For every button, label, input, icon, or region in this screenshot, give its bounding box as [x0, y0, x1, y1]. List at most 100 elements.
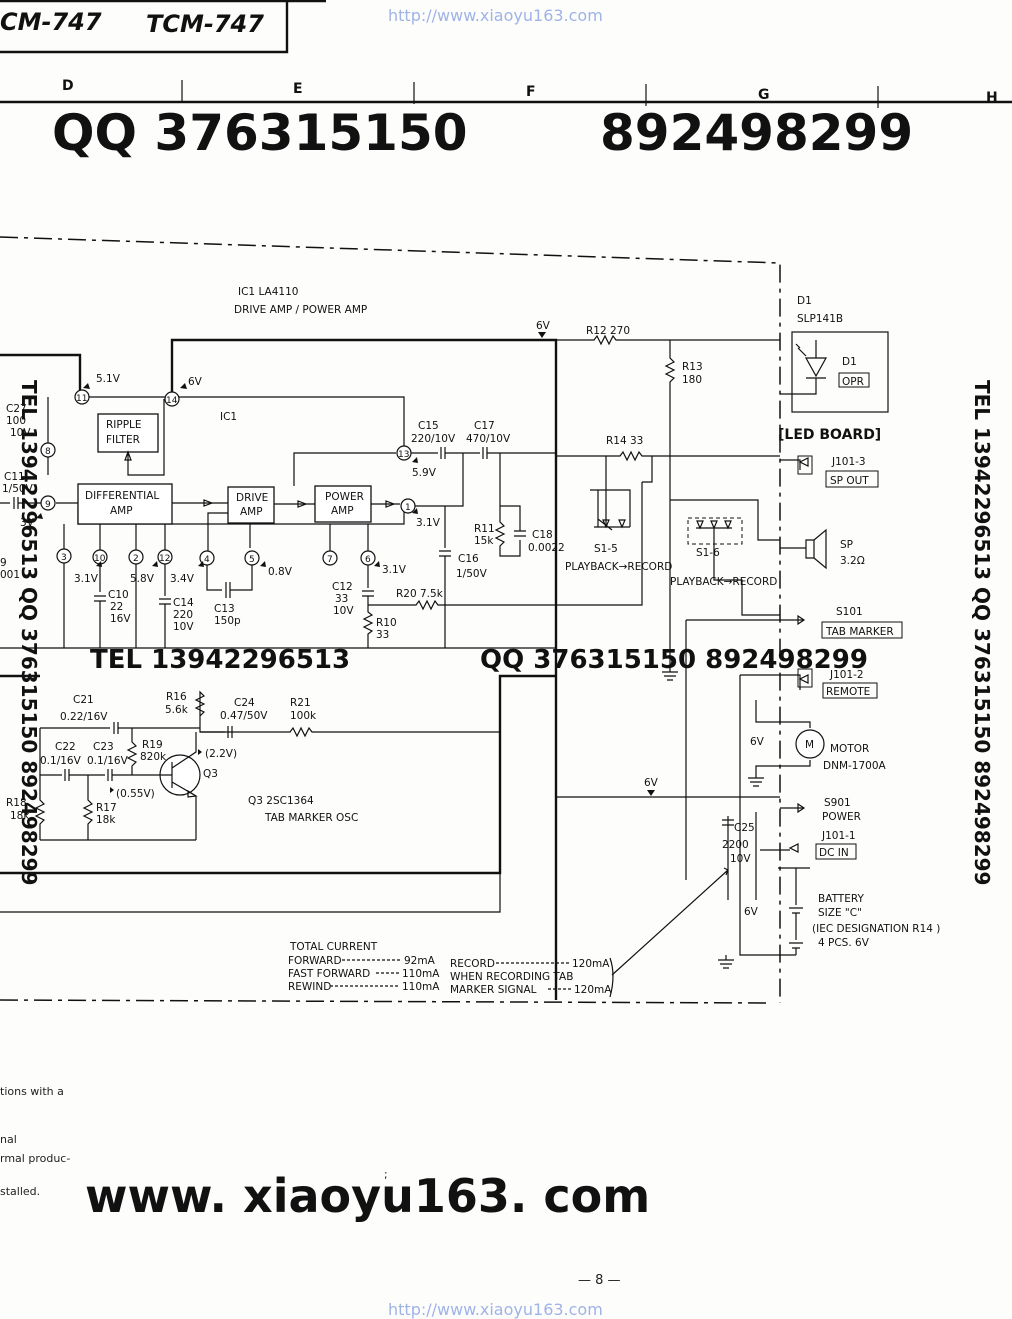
r12-label: R12 270: [586, 325, 630, 337]
r10-value: 33: [376, 629, 389, 641]
r16-value: 5.6k: [165, 704, 189, 716]
remote-label: REMOTE: [826, 686, 870, 698]
grid-col-e: E: [293, 81, 303, 97]
ripple-filter-block: [97, 413, 159, 453]
c24-value: 0.47/50V: [220, 710, 268, 722]
grid-col-f: F: [526, 84, 536, 100]
j1012-ref: J101-2: [829, 669, 864, 681]
url-top[interactable]: http://www.xiaoyu163.com: [388, 6, 603, 25]
pin-11-label: 11: [76, 394, 87, 404]
pin-7-label: 7: [327, 555, 333, 565]
c24-ref: C24: [234, 697, 255, 709]
current-forward-value: 92mA: [404, 955, 436, 967]
led-d1-label: D1: [842, 356, 857, 368]
osc-title: Q3 2SC1364: [248, 795, 314, 807]
voltage-p1: 3.1V: [416, 517, 441, 529]
drive-label-1: DRIVE: [236, 492, 268, 504]
voltage-p11: 5.1V: [96, 373, 121, 385]
led-board: D1 SLP141B D1 OPR [LED BOARD]: [778, 295, 889, 443]
pin-10-label: 10: [94, 554, 106, 564]
pin-2-label: 2: [133, 554, 139, 564]
r11-value: 15k: [474, 535, 494, 547]
pin-4-label: 4: [204, 555, 210, 565]
power-label-2: AMP: [331, 505, 354, 517]
c18-ref: C18: [532, 529, 553, 541]
note-line-3: rmal produc-: [0, 1152, 71, 1165]
r11-ref: R11: [474, 523, 495, 535]
r13-value: 180: [682, 374, 702, 386]
q3-ref: Q3: [203, 768, 218, 780]
battery-size: SIZE "C": [818, 907, 862, 919]
ic1-blocks: RIPPLE FILTER DIFFERENTIAL AMP DRIVE AMP…: [56, 399, 400, 556]
current-rewind-label: REWIND: [288, 981, 331, 993]
c15-ref: C15: [418, 420, 439, 432]
c23-ref: C23: [93, 741, 114, 753]
voltage-p14: 6V: [188, 376, 203, 388]
ic1-name: IC1 LA4110: [238, 286, 298, 298]
diff-label-2: AMP: [110, 505, 133, 517]
pin-14: [164, 391, 180, 407]
current-record-value: 120mA: [572, 958, 610, 970]
watermark-side-left: TEL 13942296513 QQ 376315150 892498299: [17, 380, 41, 885]
voltage-p12: 3.4V: [170, 573, 195, 585]
note-line-4: stalled.: [0, 1185, 41, 1198]
c21-value: 0.22/16V: [60, 711, 108, 723]
s901-label: POWER: [822, 811, 861, 823]
pin-11: [74, 389, 90, 405]
r21-ref: R21: [290, 697, 311, 709]
r21-value: 100k: [290, 710, 317, 722]
diff-label-1: DIFFERENTIAL: [85, 490, 159, 502]
pin-9-label: 9: [45, 500, 51, 510]
c14-value: 220: [173, 609, 193, 621]
osc-supply-voltage: 6V: [644, 777, 659, 789]
c12-ref: C12: [332, 581, 353, 593]
url-bottom[interactable]: http://www.xiaoyu163.com: [388, 1300, 603, 1319]
board-outline: [0, 236, 781, 1004]
current-forward-label: FORWARD: [288, 955, 342, 967]
title-block: D E F G H: [0, 0, 1012, 108]
c18-value: 0.0022: [528, 542, 565, 554]
c22-ref: C22: [55, 741, 76, 753]
c16-value: 1/50V: [456, 568, 488, 580]
voltage-p6: 3.1V: [382, 564, 407, 576]
stray-mark: ;: [384, 1169, 388, 1181]
s101-ref: S101: [836, 606, 863, 618]
c10-ref: C10: [108, 589, 129, 601]
s901-ref: S901: [824, 797, 851, 809]
c11-ref: C11: [4, 471, 25, 483]
j1013-ref: J101-3: [831, 456, 866, 468]
current-ff-value: 110mA: [402, 968, 440, 980]
r19-value: 820k: [140, 751, 167, 763]
sp-impedance: 3.2Ω: [840, 555, 865, 567]
note-line-2: nal: [0, 1133, 17, 1146]
c25-ref: C25: [734, 822, 755, 834]
c13-ref: C13: [214, 603, 235, 615]
c25-voltage: 10V: [730, 853, 751, 865]
watermark-side-right: TEL 13942296513 QQ 376315150 892498299: [970, 380, 994, 885]
pin-1-label: 1: [405, 503, 411, 513]
current-rewind-value: 110mA: [402, 981, 440, 993]
ic1-pins: 1 3 4 5 7 6 8 9 10 11 12 13 14 2: [40, 389, 416, 566]
voltage-p10: 3.1V: [74, 573, 99, 585]
r20-label: R20 7.5k: [396, 588, 444, 600]
differential-amp-block: [77, 483, 173, 525]
watermark-qq: QQ 376315150: [52, 104, 468, 162]
current-marker-label: MARKER SIGNAL: [450, 984, 537, 996]
note-line-1: tions with a: [0, 1085, 64, 1098]
pin-8-label: 8: [45, 447, 51, 457]
pin-12-label: 12: [159, 554, 170, 564]
power-amp-block: [314, 485, 372, 523]
sp-ref: SP: [840, 539, 853, 551]
motor-voltage: 6V: [750, 736, 765, 748]
c9-value: 001: [0, 569, 20, 581]
c25-value: 2200: [722, 839, 749, 851]
sp-out-label: SP OUT: [830, 475, 869, 487]
tab-marker-label: TAB MARKER: [825, 626, 894, 638]
c10-value: 22: [110, 601, 123, 613]
c16-ref: C16: [458, 553, 479, 565]
grid-col-d: D: [62, 78, 74, 94]
battery-label: BATTERY: [818, 893, 864, 905]
model-left: CM-747: [0, 8, 102, 36]
motor-label: MOTOR: [830, 743, 869, 755]
r10-ref: R10: [376, 617, 397, 629]
